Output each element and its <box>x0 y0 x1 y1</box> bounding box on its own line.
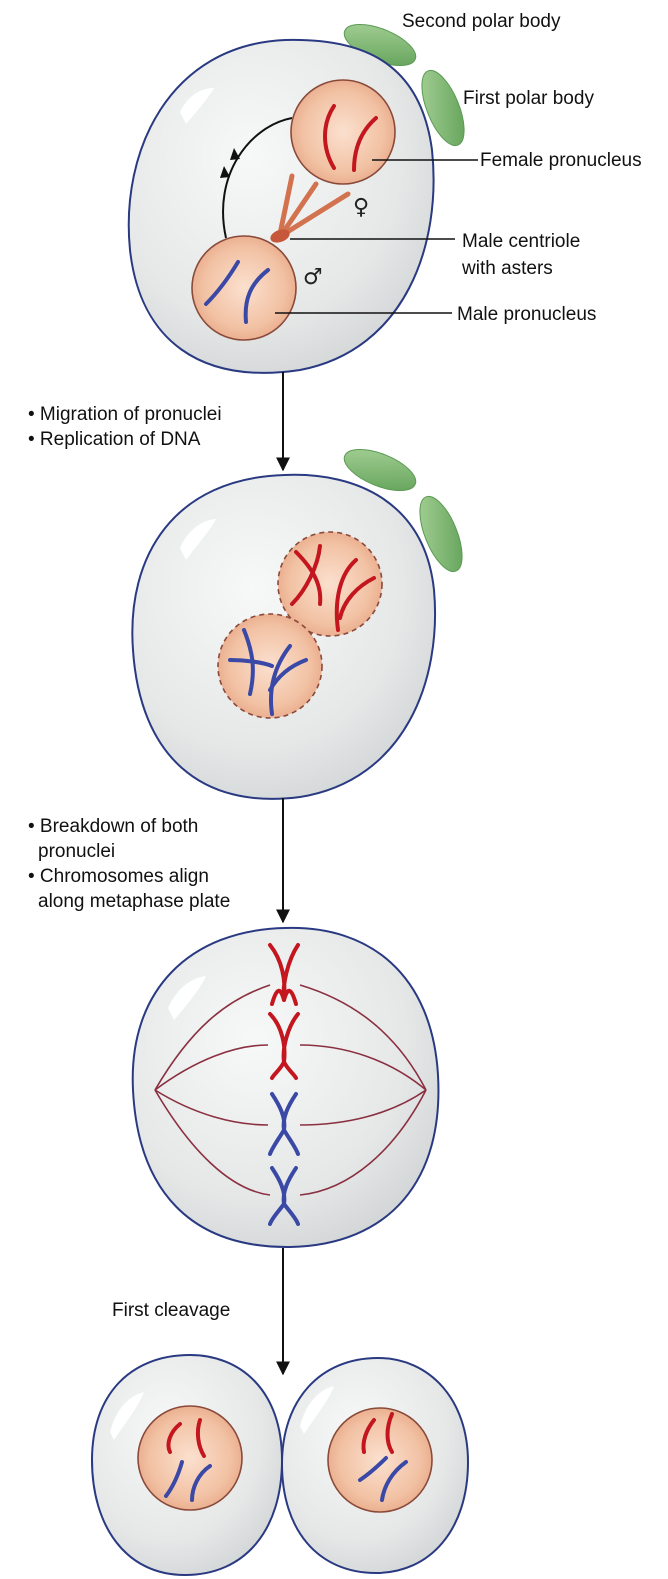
zygote-cell-3 <box>131 926 440 1249</box>
stage-2-dna-replication <box>131 448 463 800</box>
maternal-chromosome-metaphase <box>270 988 298 1006</box>
label-female-pronucleus: Female pronucleus <box>480 150 642 171</box>
right-nucleus <box>327 1407 433 1513</box>
cell-shine <box>110 1392 144 1440</box>
cell-shine <box>300 1386 334 1434</box>
paternal-chromosome <box>358 1456 388 1482</box>
maternal-chromosome-replicated <box>338 576 376 620</box>
label-with-asters: with asters <box>461 258 553 279</box>
cell-shine <box>168 976 206 1020</box>
migration-arrowhead-2 <box>220 166 230 178</box>
paternal-chromosome-metaphase <box>268 1128 300 1156</box>
maternal-chromosome-replicated <box>294 550 323 606</box>
step2-line4: along metaphase plate <box>38 891 230 912</box>
mitotic-spindle <box>154 984 427 1196</box>
label-second-polar-body: Second polar body <box>402 11 561 32</box>
step2-line3: • Chromosomes align <box>28 866 209 887</box>
paternal-chromosome-replicated <box>268 658 308 692</box>
stage-1-pronuclei: ♀ ♂ Second polar body First polar body F… <box>127 11 642 374</box>
maternal-chromosome-replicated <box>290 544 322 606</box>
first-polar-body <box>421 69 465 147</box>
label-male-centriole: Male centriole <box>462 231 580 252</box>
first-polar-body <box>419 495 463 573</box>
male-centriole-asters <box>270 173 351 243</box>
stage-4-two-cell <box>90 1353 470 1577</box>
maternal-chromosome <box>195 1418 206 1458</box>
maternal-chromosome <box>166 1422 182 1454</box>
male-pronucleus <box>191 235 297 341</box>
step1-line2: • Replication of DNA <box>28 429 201 450</box>
female-symbol: ♀ <box>353 195 369 220</box>
migration-arrowhead-1 <box>230 148 240 160</box>
maternal-chromosome <box>385 1412 394 1454</box>
step3-line1: First cleavage <box>112 1300 230 1321</box>
label-first-polar-body: First polar body <box>463 88 594 109</box>
female-pronucleus <box>290 79 396 185</box>
maternal-chromosome-metaphase <box>270 1060 298 1080</box>
maternal-chromosome <box>361 1418 376 1454</box>
step2-line2: pronuclei <box>38 841 115 862</box>
maternal-chromosome <box>352 116 378 172</box>
paternal-chromosome <box>164 1460 184 1498</box>
stage-3-metaphase <box>131 926 440 1249</box>
paternal-chromosome <box>243 268 270 324</box>
step2-line1: • Breakdown of both <box>28 816 198 837</box>
paternal-chromosome <box>190 1464 212 1502</box>
paternal-chromosome <box>204 260 240 306</box>
male-symbol: ♂ <box>303 265 323 290</box>
left-nucleus <box>137 1405 243 1511</box>
maternal-chromosome-replicated <box>334 558 358 632</box>
cell-shine <box>180 88 214 124</box>
second-polar-body <box>343 448 417 492</box>
maternal-chromosome <box>323 104 336 170</box>
label-male-pronucleus: Male pronucleus <box>457 304 596 325</box>
paternal-chromosome-replicated <box>269 644 292 716</box>
cell-shine <box>180 519 216 560</box>
paternal-chromosome <box>380 1460 408 1502</box>
step1-line1: • Migration of pronuclei <box>28 404 222 425</box>
paternal-chromosome-metaphase <box>268 1202 300 1226</box>
paternal-chromosome-replicated <box>228 658 274 668</box>
